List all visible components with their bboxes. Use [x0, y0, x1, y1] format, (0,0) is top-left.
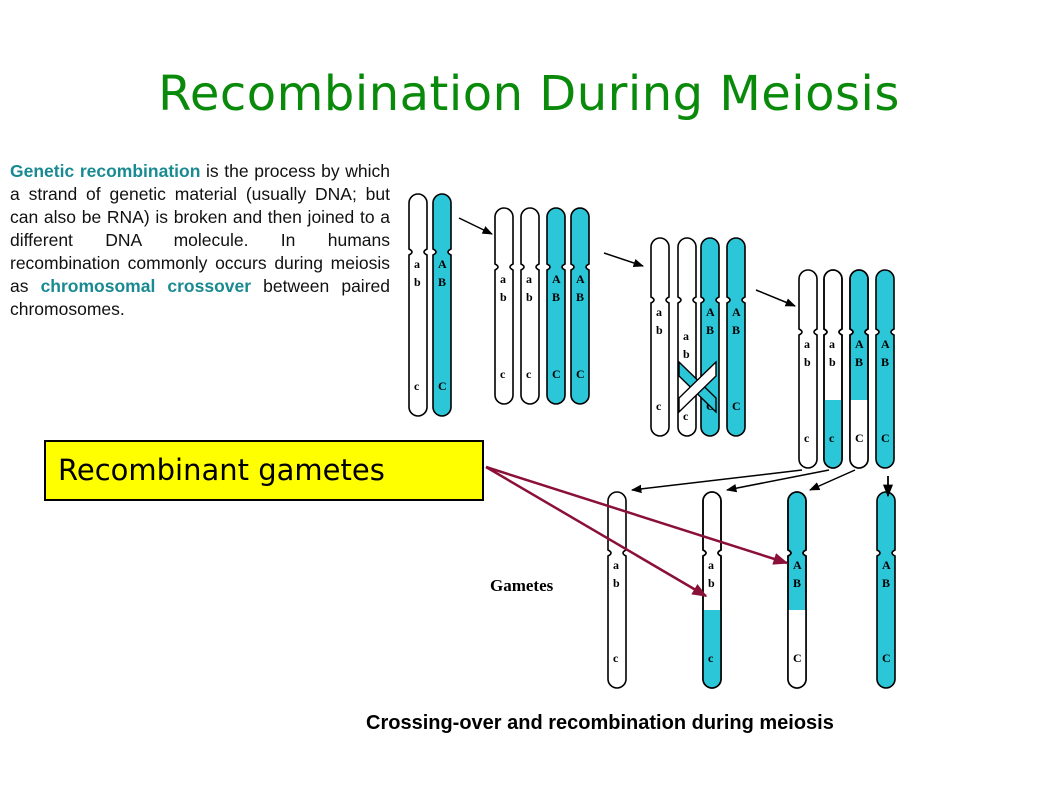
chromosome: AB C — [726, 237, 746, 437]
gene-label: b — [683, 347, 690, 361]
gene-label: c — [526, 367, 532, 381]
gene-label: A — [438, 257, 447, 271]
chromosome: AB C — [787, 491, 807, 689]
chromosome: ab c — [798, 269, 818, 469]
recombinant-arrow — [485, 465, 708, 598]
chromosome: ab c — [408, 193, 428, 417]
gamete-arrow — [809, 469, 856, 491]
gene-label: a — [613, 558, 619, 572]
step-arrow — [755, 289, 796, 307]
gene-label: a — [414, 257, 420, 271]
gene-label: B — [882, 576, 890, 590]
gene-label: B — [732, 323, 740, 337]
gene-label: A — [706, 305, 715, 319]
gene-label: b — [526, 290, 533, 304]
gene-label: B — [881, 355, 889, 369]
chromosome: ab c — [520, 207, 540, 405]
gene-label: a — [683, 329, 689, 343]
description-part: is the process by which a strand of gene… — [10, 161, 390, 296]
chromosome-group: abcABCabcabcABCABCabcabcABCABCabcabcABCA… — [408, 193, 896, 689]
gene-label: C — [552, 367, 561, 381]
gene-label: a — [804, 337, 810, 351]
gene-label: c — [414, 379, 420, 393]
gene-label: c — [613, 651, 619, 665]
gene-label: B — [576, 290, 584, 304]
gene-label: C — [882, 651, 891, 665]
gene-label: A — [855, 337, 864, 351]
gene-label: A — [793, 558, 802, 572]
description-text: Genetic recombination is the process by … — [10, 160, 390, 321]
gene-label: b — [414, 275, 421, 289]
gene-label: c — [708, 651, 714, 665]
gene-label: b — [613, 576, 620, 590]
chromosome: AB C — [876, 491, 896, 689]
gene-label: c — [829, 431, 835, 445]
chromosome: ab c — [607, 491, 627, 689]
gene-label: a — [708, 558, 714, 572]
gene-label: A — [881, 337, 890, 351]
term-genetic-recombination: Genetic recombination — [10, 161, 201, 181]
gene-label: B — [793, 576, 801, 590]
chromosome: ab c — [650, 237, 670, 437]
chromosome: ab c — [702, 491, 722, 689]
gene-label: C — [881, 431, 890, 445]
gene-label: c — [656, 399, 662, 413]
gene-label: C — [732, 399, 741, 413]
gene-label: B — [552, 290, 560, 304]
gene-label: c — [500, 367, 506, 381]
gene-label: b — [829, 355, 836, 369]
chromosome: ab c — [494, 207, 514, 405]
gene-label: a — [500, 272, 506, 286]
description-part: between paired chromosomes. — [10, 276, 390, 319]
gene-label: a — [829, 337, 835, 351]
gene-label: A — [882, 558, 891, 572]
recombinant-gametes-callout: Recombinant gametes — [44, 440, 484, 501]
chromosome: AB C — [432, 193, 452, 417]
gene-label: A — [732, 305, 741, 319]
gene-label: B — [855, 355, 863, 369]
gene-label: c — [804, 431, 810, 445]
gene-label: C — [438, 379, 447, 393]
page-title: Recombination During Meiosis — [158, 66, 900, 122]
chromosome: AB C — [546, 207, 566, 405]
gamete-arrow — [630, 469, 803, 494]
gene-label: b — [708, 576, 715, 590]
gamete-arrow — [725, 469, 830, 493]
gametes-label: Gametes — [490, 576, 554, 595]
gene-label: b — [500, 290, 507, 304]
gene-label: A — [576, 272, 585, 286]
chromosome: AB C — [570, 207, 590, 405]
gene-label: A — [552, 272, 561, 286]
gene-label: b — [804, 355, 811, 369]
crossover-x — [678, 360, 717, 414]
gene-label: B — [438, 275, 446, 289]
gene-label: C — [576, 367, 585, 381]
gene-label: a — [526, 272, 532, 286]
term-chromosomal-crossover: chromosomal crossover — [40, 276, 252, 296]
chromosome: AB C — [875, 269, 895, 469]
chromosome: ab c — [823, 269, 843, 469]
gene-label: B — [706, 323, 714, 337]
gene-label: a — [656, 305, 662, 319]
step-arrow — [458, 217, 493, 235]
gene-label: b — [656, 323, 663, 337]
gene-label: C — [793, 651, 802, 665]
diagram-caption: Crossing-over and recombination during m… — [366, 712, 834, 734]
gene-label: C — [855, 431, 864, 445]
recombinant-arrow — [485, 465, 789, 565]
step-arrow — [603, 252, 644, 267]
chromosome: AB C — [849, 269, 869, 469]
gene-label: c — [683, 409, 689, 423]
